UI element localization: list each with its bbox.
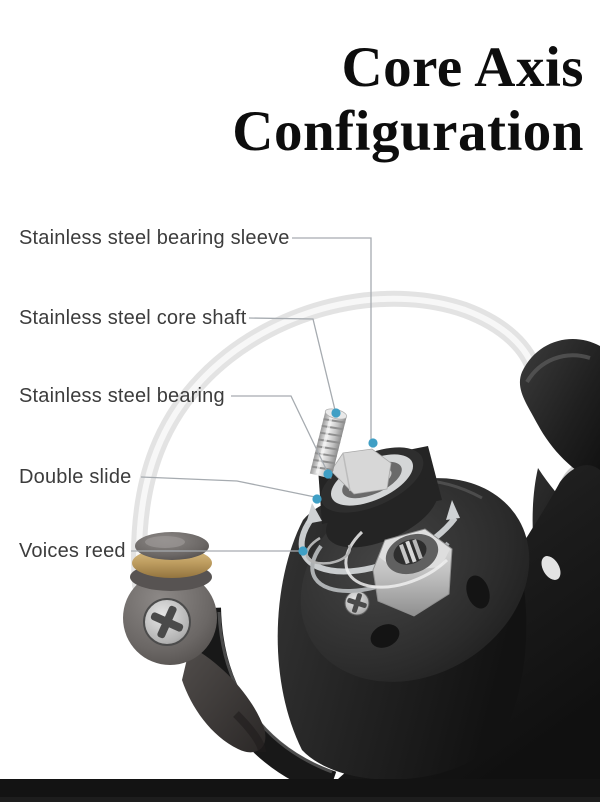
label-voices-reed: Voices reed	[19, 540, 126, 562]
callout-dots	[298, 408, 378, 556]
plate-hole	[370, 624, 400, 648]
callout-line-core-shaft	[248, 317, 336, 411]
plate-hole	[466, 575, 490, 609]
drive-hex-nut	[344, 528, 453, 617]
label-bearing: Stainless steel bearing	[19, 385, 225, 407]
shaft-hex-collar	[330, 448, 392, 495]
splined-shaft	[399, 539, 423, 565]
callout-line-double-slide	[140, 476, 316, 498]
callout-line-bearing	[231, 395, 328, 472]
dot-bearing-sleeve	[368, 438, 378, 448]
bottom-bar	[0, 779, 600, 802]
dot-bearing	[323, 469, 333, 479]
handle-screw-icon	[143, 598, 191, 646]
callout-lines	[131, 237, 372, 552]
voices-reed-wire	[305, 536, 351, 565]
dot-core-shaft	[331, 408, 341, 418]
callout-line-bearing-sleeve	[292, 237, 372, 441]
label-core-shaft: Stainless steel core shaft	[19, 307, 247, 329]
core-shaft-stud	[309, 408, 348, 479]
dot-voices-reed	[298, 546, 308, 556]
dot-double-slide	[312, 494, 322, 504]
plate-screw-icon	[344, 590, 370, 616]
page-title-line1: Core Axis	[341, 36, 584, 99]
label-double-slide: Double slide	[19, 466, 132, 488]
page-title-line2: Configuration	[232, 100, 584, 163]
handle-assembly	[123, 532, 266, 753]
page-title: Core Axis Configuration	[232, 36, 584, 164]
fishing-line-tube	[131, 290, 543, 593]
core-axis-assembly	[298, 408, 460, 617]
label-bearing-sleeve: Stainless steel bearing sleeve	[19, 227, 290, 249]
